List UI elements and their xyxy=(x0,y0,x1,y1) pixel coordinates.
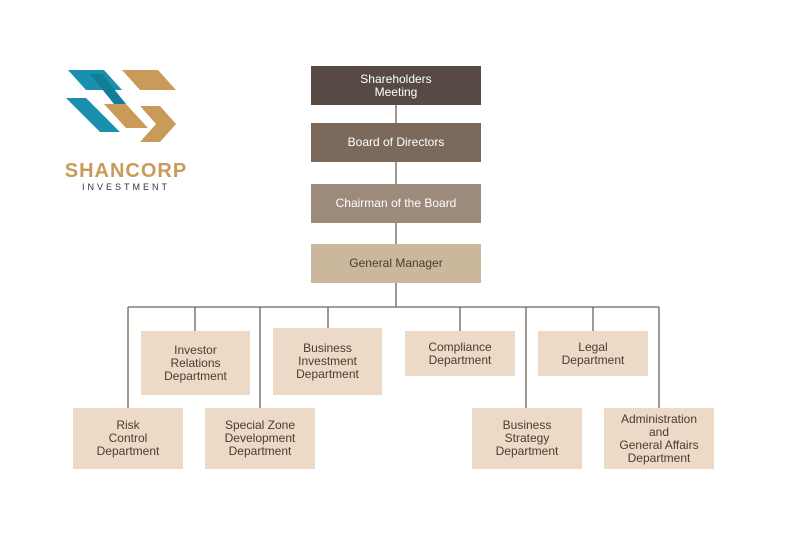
investor-relations-department-label: Investor Relations Department xyxy=(164,342,227,383)
special-zone-development-department-label: Special Zone Development Department xyxy=(224,418,296,458)
logo-name: SHANCORP xyxy=(56,160,196,183)
chairman-box: Chairman of the Board xyxy=(311,184,481,223)
compliance-department-box: Compliance Department xyxy=(405,331,515,376)
administration-general-affairs-department-label: Administration and General Affairs Depar… xyxy=(619,411,699,465)
business-strategy-department-box: Business Strategy Department xyxy=(472,408,582,469)
logo-tagline: INVESTMENT xyxy=(81,182,170,192)
business-investment-department-label: Business Investment Department xyxy=(296,341,359,381)
general-manager-label: General Manager xyxy=(349,256,443,270)
board-of-directors-box: Board of Directors xyxy=(311,123,481,162)
shareholders-meeting-box: Shareholders Meeting xyxy=(311,66,481,105)
risk-control-department-label: Risk Control Department xyxy=(96,418,160,458)
legal-department-label: Legal Department xyxy=(561,339,625,367)
legal-department-box: Legal Department xyxy=(538,331,648,376)
shancorp-logo-icon xyxy=(66,70,176,142)
general-manager-box: General Manager xyxy=(311,244,481,283)
logo-name-text: SHANCORP xyxy=(64,160,188,182)
company-logo: SHANCORP INVESTMENT xyxy=(56,60,196,200)
business-investment-department-box: Business Investment Department xyxy=(273,328,382,395)
shareholders-meeting-label: Shareholders Meeting xyxy=(360,71,432,99)
board-of-directors-label: Board of Directors xyxy=(347,135,445,149)
investor-relations-department-box: Investor Relations Department xyxy=(141,331,250,395)
business-strategy-department-label: Business Strategy Department xyxy=(495,418,559,458)
special-zone-development-department-box: Special Zone Development Department xyxy=(205,408,315,469)
risk-control-department-box: Risk Control Department xyxy=(73,408,183,469)
compliance-department-label: Compliance Department xyxy=(428,339,492,367)
chairman-label: Chairman of the Board xyxy=(335,196,457,210)
administration-general-affairs-department-box: Administration and General Affairs Depar… xyxy=(604,408,714,469)
